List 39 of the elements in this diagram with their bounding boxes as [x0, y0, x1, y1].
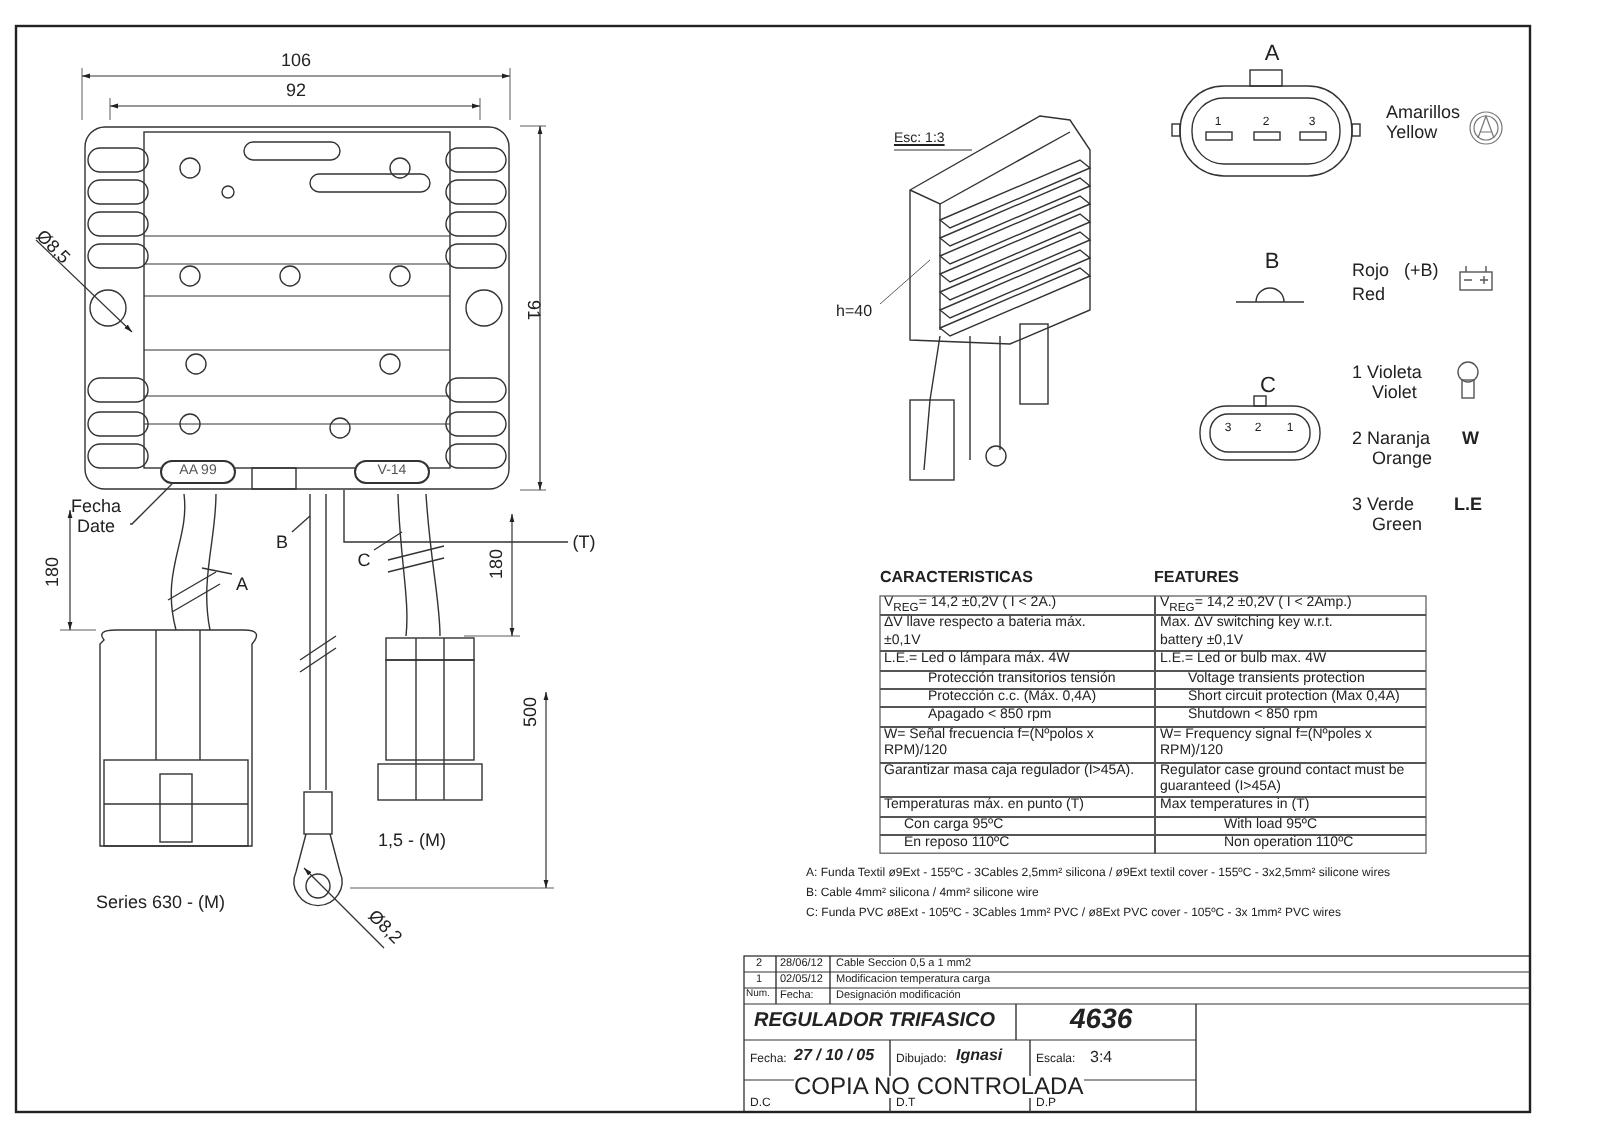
leader-line: [343, 489, 569, 543]
terminal-label: L.E: [1454, 496, 1483, 516]
callout-label: C: [354, 550, 374, 571]
callout-label: B: [272, 532, 292, 553]
dimension-value: 500: [522, 696, 542, 728]
connector-letter: C: [1260, 373, 1276, 399]
connector-letter: B: [1264, 249, 1280, 275]
wire-colour-label: Amarillos Yellow: [1386, 104, 1463, 144]
terminal-label: (+B): [1404, 262, 1439, 282]
dimension-value: 180: [488, 548, 508, 580]
wire-colour-label: 2 Naranja Orange: [1352, 430, 1435, 470]
dimension-value: 106: [280, 52, 312, 72]
dimension-value: 91: [522, 300, 542, 320]
callout-label: Fecha Date: [62, 496, 130, 538]
terminal-label: W: [1462, 430, 1479, 450]
dimension-value: h=40: [836, 304, 873, 322]
callout-label: A: [232, 574, 252, 595]
connector-letter: A: [1264, 41, 1280, 67]
wire-colour-label: 1 Violeta Violet: [1352, 364, 1424, 404]
title-block-text: 3:4: [1090, 1050, 1113, 1068]
leader-line: [129, 483, 173, 525]
dimension-value: 180: [44, 556, 64, 588]
table-heading: FEATURES: [1154, 570, 1240, 588]
title-block-text: REGULADOR TRIFASICO: [754, 1010, 996, 1032]
connector-caption: 1,5 - (M): [378, 832, 447, 852]
leader-line: [373, 531, 403, 551]
dimension-value: 92: [286, 82, 306, 102]
connector-caption: Series 630 - (M): [96, 894, 226, 914]
table-heading: CARACTERISTICAS: [880, 570, 1033, 588]
title-block-text: Ignasi: [956, 1048, 1003, 1066]
leader-line: [291, 515, 311, 533]
title-block-text: 4636: [1070, 1004, 1133, 1035]
title-block-text: 27 / 10 / 05: [794, 1048, 875, 1066]
leader-line: [201, 567, 233, 575]
wire-colour-label: Rojo: [1352, 262, 1390, 282]
wire-colour-label: Red: [1352, 286, 1386, 306]
callout-label: (T): [568, 532, 600, 553]
wire-colour-label: 3 Verde Green: [1352, 496, 1425, 536]
stamp-text: COPIA NO CONTROLADA: [794, 1076, 1084, 1096]
